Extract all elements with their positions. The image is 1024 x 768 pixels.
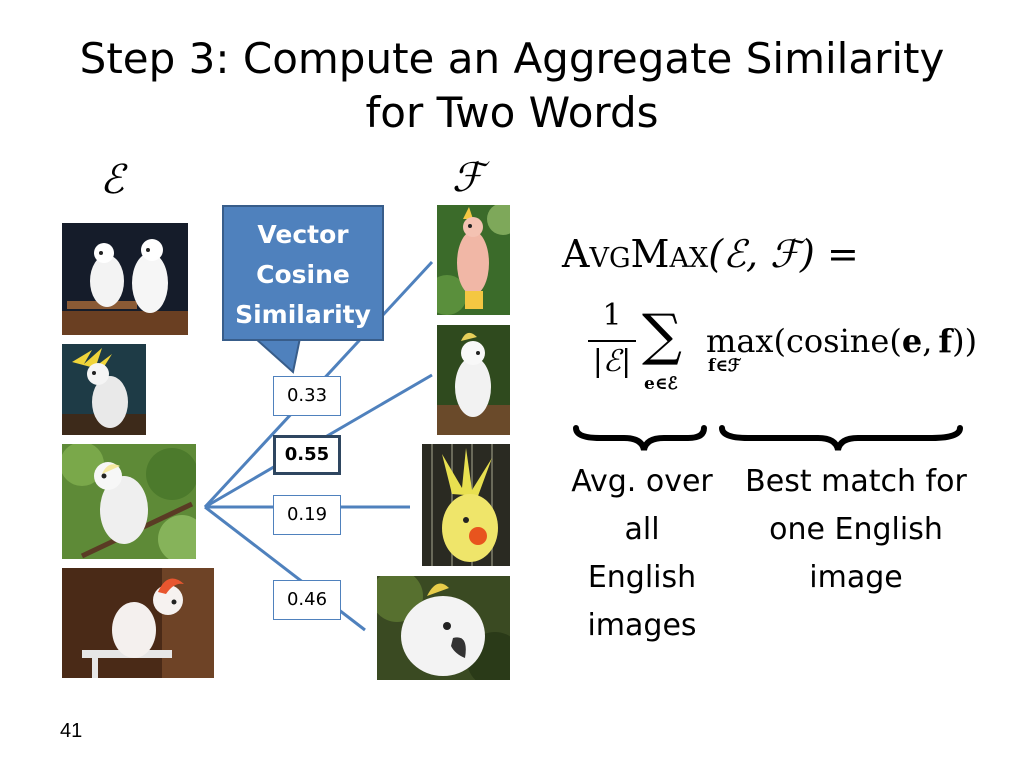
cockatoo-yellow-crest-photo [62, 344, 146, 435]
salmon-crested-cockatoo-photo [62, 568, 214, 678]
similarity-score-3: 0.19 [273, 495, 341, 535]
fraction-bar [588, 340, 636, 342]
pink-cockatoo-photo [437, 205, 510, 315]
formula-name-vg: VG [589, 243, 631, 274]
cockatoo-on-perch-photo [437, 325, 510, 435]
fraction-numerator: 1 [602, 298, 622, 333]
left-underbrace [573, 425, 707, 451]
caption-avg-over: Avg. over all English images [562, 458, 722, 650]
title-line-2: for Two Words [365, 88, 659, 137]
formula-comma: , [922, 322, 933, 360]
cockatoo-on-branch-photo [62, 444, 196, 559]
english-set-symbol: ℰ [100, 157, 125, 203]
summation-symbol: ∑ [642, 303, 682, 368]
max-subscript: f∈ℱ [708, 356, 742, 376]
title-line-1: Step 3: Compute an Aggregate Similarity [79, 34, 945, 83]
formula-args: (ℰ, ℱ) = [708, 232, 859, 276]
callout-line-3: Similarity [235, 300, 371, 329]
callout-pointer [255, 338, 302, 374]
similarity-score-4: 0.46 [273, 580, 341, 620]
cosine-similarity-callout: Vector Cosine Similarity [222, 205, 384, 341]
fraction-denominator: |ℰ| [592, 344, 632, 379]
underbraces [573, 425, 963, 451]
formula-name-m: M [630, 232, 670, 276]
caption-right-line-2: one English [769, 512, 943, 547]
formula-f: f [938, 322, 953, 360]
caption-left-line-1: Avg. over [571, 464, 713, 499]
caption-right-line-1: Best match for [745, 464, 967, 499]
fraction: 1 |ℰ| [582, 298, 642, 396]
formula-max: max [706, 322, 774, 360]
cockatoo-closeup-photo [377, 576, 510, 680]
callout-line-2: Cosine [256, 260, 350, 289]
slide-title: Step 3: Compute an Aggregate Similarity … [60, 32, 964, 140]
foreign-set-symbol: ℱ [452, 155, 484, 201]
slide-number: 41 [60, 720, 83, 742]
max-expression: max(cosine(e,f)) [706, 322, 977, 360]
formula-name-a: A [562, 232, 590, 276]
two-white-cockatoos-photo [62, 223, 188, 335]
formula-body-post: )) [952, 322, 978, 360]
right-underbrace [719, 425, 963, 451]
summation-subscript: e∈ℰ [644, 374, 678, 394]
caption-best-match: Best match for one English image [730, 458, 982, 602]
caption-left-line-3: English [587, 560, 697, 595]
callout-line-1: Vector [257, 220, 349, 249]
similarity-score-2: 0.55 [273, 435, 341, 475]
similarity-score-1: 0.33 [273, 376, 341, 416]
formula-body-pre: (cosine( [773, 322, 902, 360]
formula-e: e [901, 322, 923, 360]
caption-left-line-2: all [624, 512, 660, 547]
caption-right-line-3: image [809, 560, 903, 595]
caption-left-line-4: images [587, 608, 697, 643]
cockatiel-photo [422, 444, 510, 566]
formula-name-ax: AX [669, 243, 709, 274]
avgmax-heading: AVGMAX(ℰ, ℱ) = [562, 232, 859, 276]
